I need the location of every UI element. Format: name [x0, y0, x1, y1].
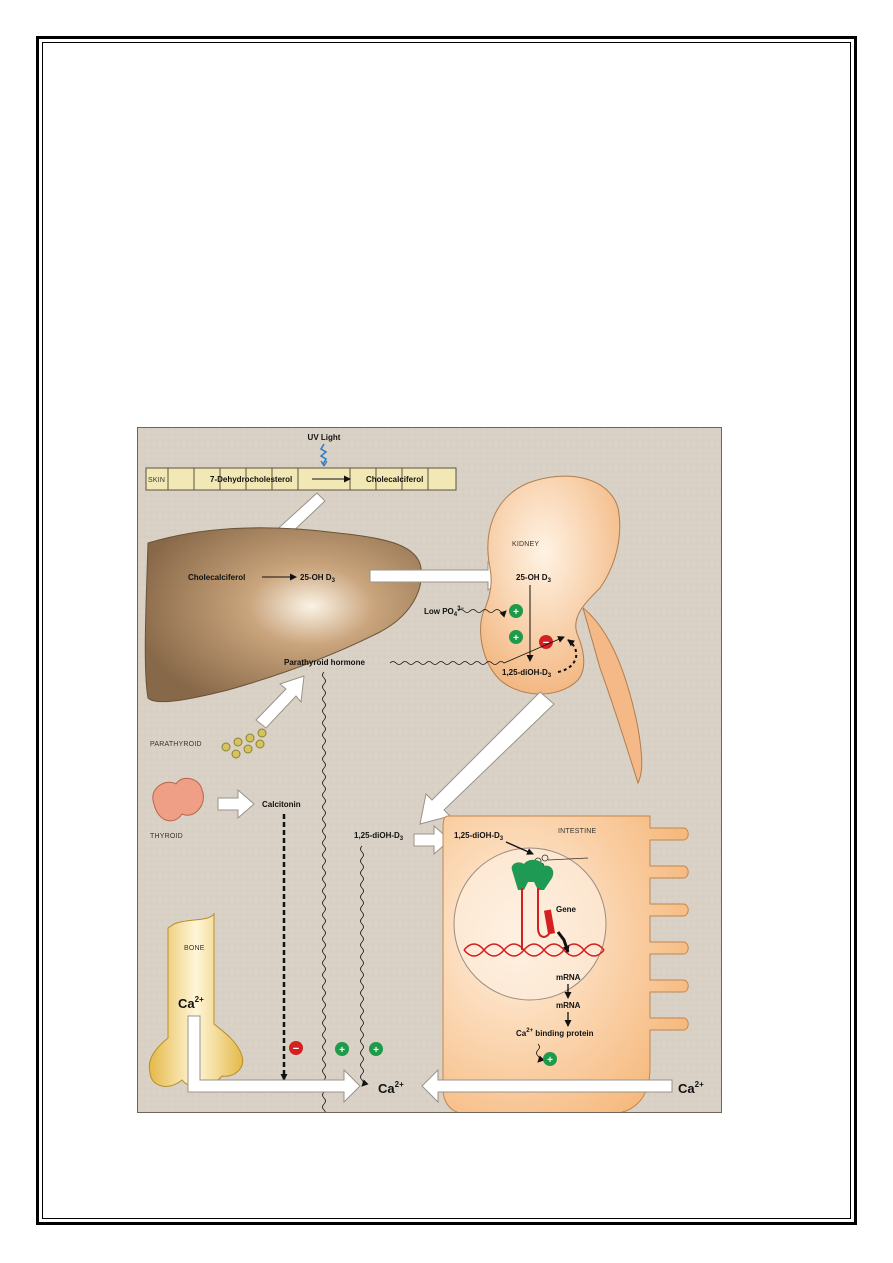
plus-badge-text: + — [513, 607, 519, 618]
liver-shape — [144, 527, 422, 703]
diohd3-blood-label: 1,25-diOH-D3 — [354, 831, 404, 842]
receptor-icon — [511, 859, 554, 890]
uv-light-icon — [319, 443, 328, 465]
gene-label: Gene — [556, 905, 577, 914]
parathyroid-to-pth-arrow — [255, 675, 305, 729]
oh-d3-kidney-label: 25-OH D3 — [516, 573, 552, 584]
gene-segment — [543, 909, 556, 935]
skin-label: SKIN — [148, 477, 165, 484]
plus-badge-icon — [509, 630, 523, 644]
diagram-svg: UV Light SKIN 7-Dehydrocholesterol Chole… — [138, 428, 721, 1112]
plus-badge-icon — [509, 604, 523, 618]
cholecalciferol-liver-label: Cholecalciferol — [188, 573, 245, 582]
minus-badge-icon — [289, 1041, 303, 1055]
parathyroid-hormone-label: Parathyroid hormone — [284, 658, 365, 667]
parathyroid-label: PARATHYROID — [150, 741, 202, 748]
plus-badge-text: + — [547, 1055, 553, 1066]
kidney-label: KIDNEY — [512, 541, 539, 548]
bone-label: BONE — [184, 945, 205, 952]
bone-to-blood-arrow — [187, 1015, 361, 1104]
minus-badge-text: − — [543, 637, 549, 649]
diohd3-cell-label: 1,25-diOH-D3 — [454, 831, 504, 842]
page-border-outer — [36, 36, 857, 1225]
mrna-cytoplasm-label: mRNA — [556, 1001, 581, 1010]
intestine-to-blood-arrow — [421, 1068, 673, 1104]
dehydrocholesterol-label: 7-Dehydrocholesterol — [210, 475, 292, 484]
dna-strand-b — [463, 943, 605, 957]
ca-binding-signal — [536, 1043, 545, 1063]
minus-badge-text: − — [293, 1043, 299, 1055]
thyroid-to-calcitonin-arrow — [217, 788, 255, 820]
diohd3-kidney-label: 1,25-diOH-D3 — [502, 668, 552, 679]
diohd3-to-bone-signal — [360, 845, 369, 1087]
plus-badge-icon — [543, 1052, 557, 1066]
uv-light-label: UV Light — [308, 433, 341, 442]
minus-badge-icon — [539, 635, 553, 649]
dietary-calcium-label: Ca2+ — [678, 1080, 704, 1096]
blood-calcium-label: Ca2+ — [378, 1080, 404, 1096]
parathyroid-glands — [221, 728, 267, 759]
page-border-inner — [42, 42, 851, 1219]
low-po4-label: Low PO43− — [424, 606, 464, 618]
bone-shape — [148, 912, 244, 1088]
uv-arrow-icon — [320, 460, 328, 467]
vitamin-d-calcium-diagram: UV Light SKIN 7-Dehydrocholesterol Chole… — [137, 427, 722, 1113]
oh-d3-liver-label: 25-OH D3 — [300, 573, 336, 584]
dna-strand-a — [463, 943, 605, 957]
mrna-nucleus-label: mRNA — [556, 973, 581, 982]
plus-badge-icon — [335, 1042, 349, 1056]
plus-badge-text: + — [373, 1045, 379, 1056]
intestine-label: INTESTINE — [558, 828, 596, 835]
ureter-shape — [582, 606, 643, 785]
nucleus-shape — [453, 847, 607, 1001]
plus-badge-icon — [369, 1042, 383, 1056]
transcription-arrow — [556, 931, 570, 953]
hormone-entry-arrow — [505, 841, 534, 855]
low-po4-signal — [457, 609, 507, 618]
bone-calcium-label: Ca2+ — [178, 995, 204, 1011]
blood-to-intestine-arrow — [413, 824, 451, 856]
kidney-to-blood-arrow — [419, 691, 555, 825]
cholecalciferol-skin-label: Cholecalciferol — [366, 475, 423, 484]
ca-binding-protein-label: Ca2+ binding protein — [516, 1028, 594, 1038]
plus-badge-text: + — [339, 1045, 345, 1056]
calcitonin-label: Calcitonin — [262, 800, 301, 809]
pth-to-bone-signal — [322, 671, 326, 1112]
pth-to-kidney-signal — [389, 636, 565, 665]
plus-badge-text: + — [513, 633, 519, 644]
thyroid-shape — [152, 777, 204, 822]
thyroid-label: THYROID — [150, 833, 183, 840]
